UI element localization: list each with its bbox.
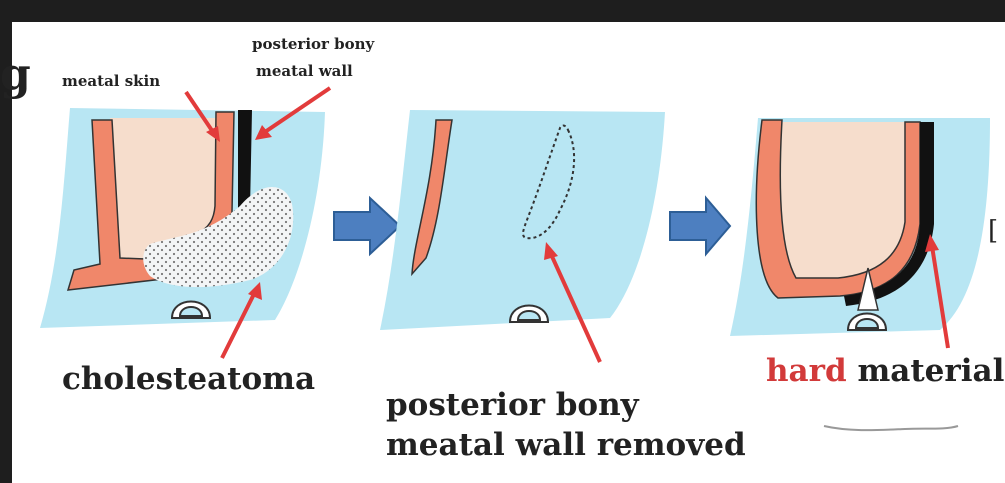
edge-fragment: [ xyxy=(988,212,998,250)
label-meatal-skin: meatal skin xyxy=(62,72,160,90)
label-posterior-bony-line2: meatal wall xyxy=(256,62,353,80)
panel-3-cavity xyxy=(780,122,905,278)
label-posterior-bony-line1: posterior bony xyxy=(252,35,374,53)
label-removed-line1: posterior bony xyxy=(386,386,639,424)
label-cholesteatoma: cholesteatoma xyxy=(62,360,315,398)
label-removed-line2: meatal wall removed xyxy=(386,426,746,464)
label-material: materialı xyxy=(857,353,1005,389)
label-hard-material: hard materialı xyxy=(766,352,1005,390)
panel-3 xyxy=(730,118,990,348)
left-fragment: g xyxy=(0,50,31,100)
label-hard: hard xyxy=(766,353,847,389)
